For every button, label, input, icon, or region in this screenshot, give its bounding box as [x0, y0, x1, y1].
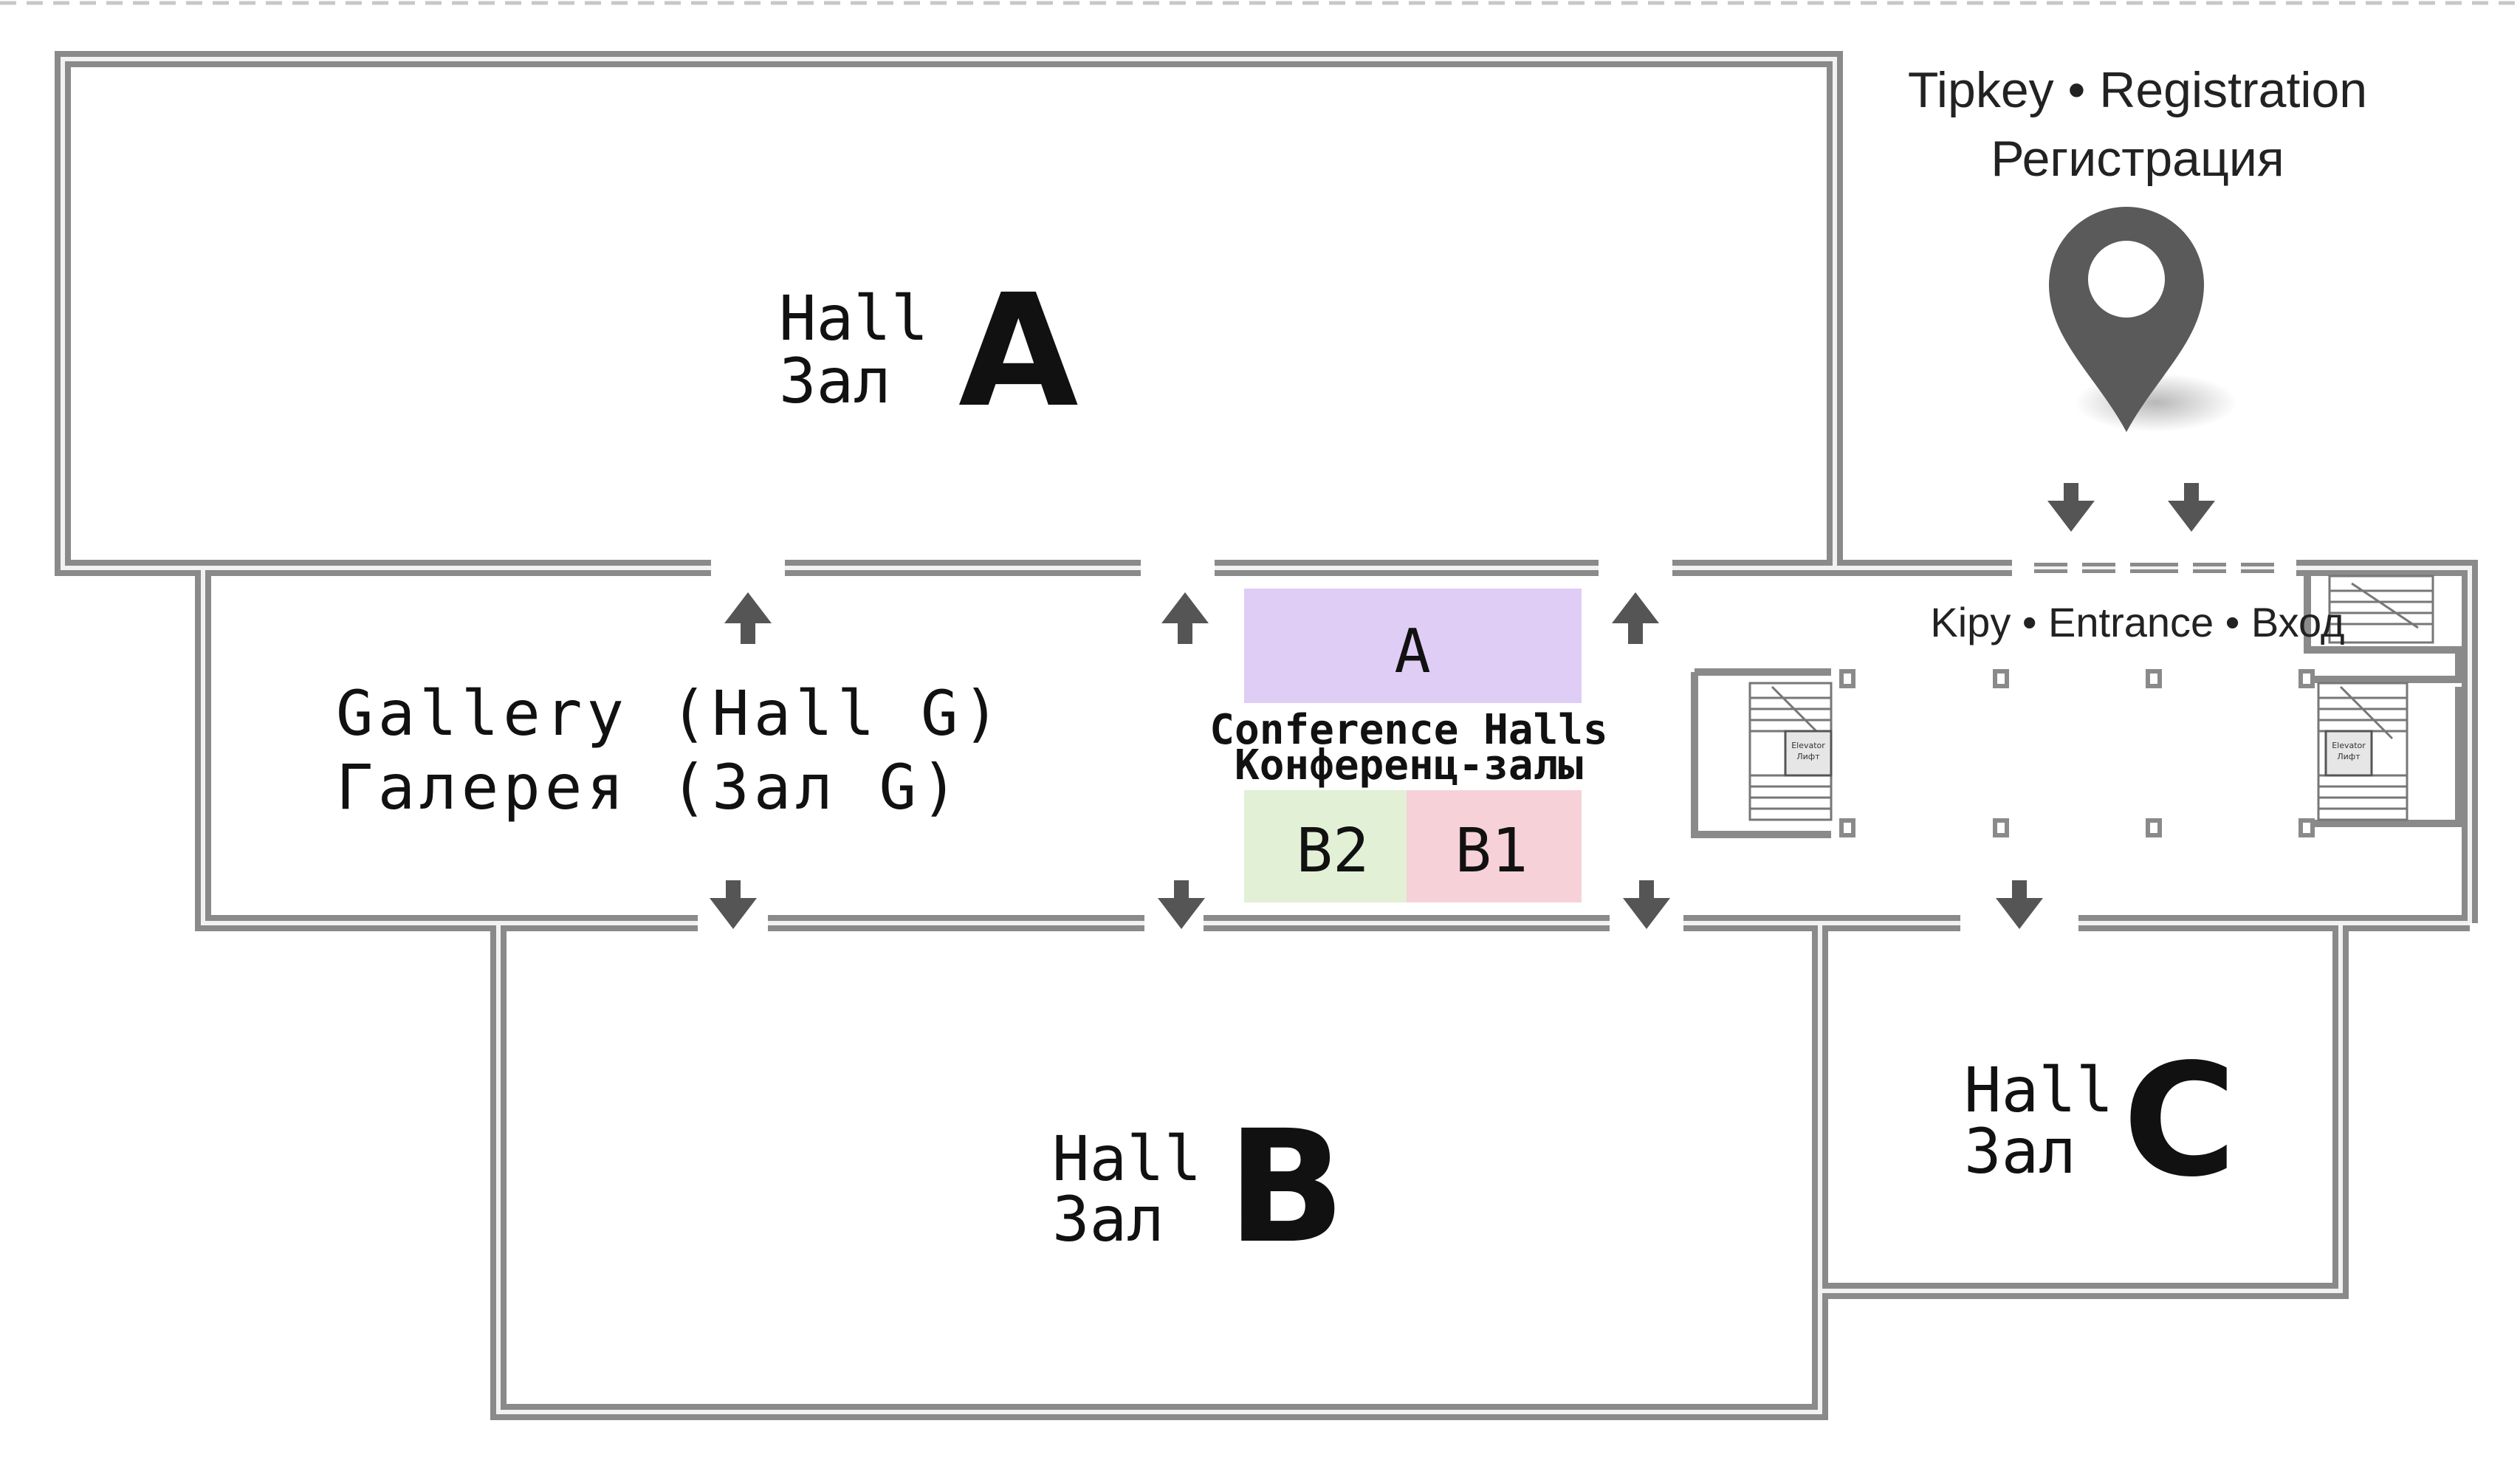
elevator-icon [1784, 730, 1833, 777]
registration-label: Tipkey • Registration [1908, 62, 2367, 118]
arrow-down-icon [2168, 483, 2215, 532]
hall-c-label: Hall Зал C [1964, 1030, 2236, 1211]
elevator-label-ru: Лифт [1796, 752, 1820, 761]
conference-room-a-label: A [1394, 617, 1430, 687]
hall-b-letter: B [1227, 1097, 1345, 1278]
columns [1839, 669, 2315, 837]
stairs-right: Elevator Лифт [2317, 682, 2409, 821]
hall-c-word-ru: Зал [1964, 1115, 2076, 1188]
hall-b-word-ru: Зал [1052, 1183, 1164, 1255]
conference-room-b2[interactable] [1244, 790, 1407, 902]
arrow-up-icon [1161, 592, 1209, 644]
gallery-label-en: Gallery (Hall G) [336, 677, 1004, 750]
hall-b-word-en: Hall [1052, 1123, 1201, 1195]
conference-room-b1[interactable] [1407, 790, 1582, 902]
arrow-up-icon [1612, 592, 1659, 644]
arrow-up-icon [724, 592, 772, 644]
hall-a-word-en: Hall [779, 282, 928, 354]
elevator-label: Elevator [1791, 741, 1825, 750]
arrow-down-icon [1158, 880, 1205, 929]
entrance-label: Kipy • Entrance • Вход [1930, 599, 2344, 645]
hall-a-label: Hall Зал A [779, 261, 1079, 442]
gallery-label: Gallery (Hall G) Галерея (Зал G) [336, 677, 1004, 823]
hall-a-letter: A [958, 261, 1079, 442]
arrow-down-icon [1996, 880, 2043, 929]
conference-room-a[interactable] [1244, 589, 1582, 703]
hall-c-word-en: Hall [1964, 1054, 2113, 1126]
conference-room-b2-label: B2 [1297, 816, 1370, 886]
gallery-label-ru: Галерея (Зал G) [336, 751, 963, 823]
elevator-label-ru: Лифт [2337, 752, 2361, 761]
conference-room-b1-label: B1 [1455, 816, 1528, 886]
arrow-down-icon [1623, 880, 1670, 929]
elevator-label: Elevator [2332, 741, 2366, 750]
conference-halls: A B2 B1 Conference Halls Конференц-залы [1209, 589, 1608, 902]
arrow-down-icon [2047, 483, 2095, 532]
registration: Tipkey • Registration Регистрация [1908, 62, 2367, 432]
hall-c-letter: C [2123, 1030, 2236, 1211]
location-pin-icon[interactable] [2049, 207, 2204, 432]
stairs-top-right [2328, 575, 2434, 644]
hall-b-label: Hall Зал B [1052, 1097, 1345, 1278]
hall-a-word-ru: Зал [779, 345, 891, 417]
arrow-down-icon [710, 880, 757, 929]
walls [55, 51, 2478, 1420]
conference-label-ru: Конференц-залы [1235, 741, 1583, 789]
conference-label-en: Conference Halls [1209, 706, 1607, 754]
registration-label-ru: Регистрация [1991, 131, 2284, 187]
stairs-left: Elevator Лифт [1748, 682, 1833, 821]
elevator-icon [2324, 730, 2373, 777]
